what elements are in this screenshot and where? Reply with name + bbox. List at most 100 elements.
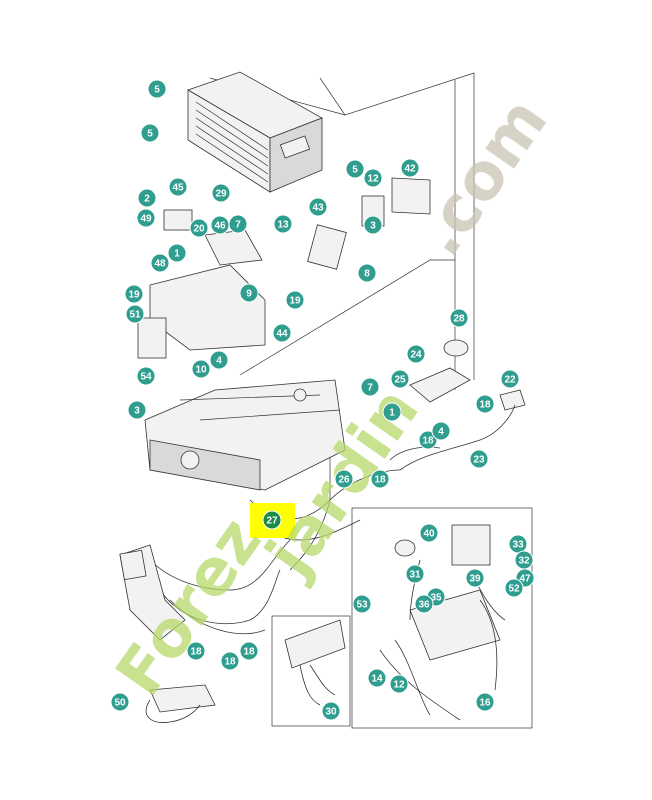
chassis: [144, 379, 346, 491]
callout-label: 10: [195, 365, 207, 376]
callout-label: 18: [243, 647, 255, 658]
callout-label: 12: [367, 174, 379, 185]
callout-label: 47: [519, 574, 531, 585]
callout-43: 43: [308, 197, 328, 217]
callout-label: 2: [144, 194, 150, 205]
callout-28: 28: [449, 308, 469, 328]
callout-24: 24: [406, 344, 426, 364]
callout-27: 27: [262, 510, 282, 530]
callout-52: 52: [504, 578, 524, 598]
callout-label: 23: [473, 455, 485, 466]
callout-label: 31: [409, 570, 421, 581]
callout-label: 13: [277, 220, 289, 231]
callout-5: 5: [345, 159, 365, 179]
callout-51: 51: [125, 304, 145, 324]
callout-48: 48: [150, 253, 170, 273]
callout-label: 46: [214, 221, 226, 232]
callout-4: 4: [431, 421, 451, 441]
callout-18: 18: [418, 430, 438, 450]
callout-label: 44: [276, 329, 288, 340]
callout-label: 45: [172, 183, 184, 194]
callout-54: 54: [136, 366, 156, 386]
callout-label: 9: [246, 289, 252, 300]
callout-label: 5: [352, 165, 358, 176]
callout-45: 45: [168, 177, 188, 197]
callout-40: 40: [419, 523, 439, 543]
callout-label: 28: [453, 314, 465, 325]
callout-label: 53: [356, 600, 368, 611]
callout-label: 32: [518, 556, 530, 567]
callout-1: 1: [382, 402, 402, 422]
callout-20: 20: [189, 218, 209, 238]
switch-panel: [409, 339, 526, 411]
callout-1: 1: [167, 243, 187, 263]
callout-label: 36: [418, 600, 430, 611]
callout-33: 33: [508, 534, 528, 554]
callout-label: 20: [193, 224, 205, 235]
callout-16: 16: [475, 692, 495, 712]
callout-9: 9: [239, 283, 259, 303]
callout-label: 18: [479, 400, 491, 411]
callout-label: 7: [235, 220, 241, 231]
callout-label: 39: [469, 574, 481, 585]
callout-label: 48: [154, 259, 166, 270]
callout-label: 5: [147, 129, 153, 140]
callout-18: 18: [186, 641, 206, 661]
callout-50: 50: [110, 692, 130, 712]
harness-detail-inset: [351, 507, 533, 729]
callout-label: 24: [410, 350, 422, 361]
callout-label: 1: [389, 408, 395, 419]
callout-label: 52: [508, 584, 520, 595]
callout-label: 54: [140, 372, 152, 383]
callout-42: 42: [400, 158, 420, 178]
callout-label: 51: [129, 310, 141, 321]
callout-31: 31: [405, 564, 425, 584]
callout-5: 5: [140, 123, 160, 143]
callout-label: 42: [404, 164, 416, 175]
callout-32: 32: [514, 550, 534, 570]
battery-charger: [145, 684, 216, 723]
callout-3: 3: [127, 400, 147, 420]
callout-19: 19: [285, 290, 305, 310]
callout-26: 26: [334, 469, 354, 489]
callout-12: 12: [363, 168, 383, 188]
callout-18: 18: [370, 469, 390, 489]
callout-5: 5: [147, 79, 167, 99]
callout-label: 8: [364, 269, 370, 280]
fuse-box-inset: [271, 615, 351, 727]
callout-label: 25: [394, 375, 406, 386]
callout-label: 30: [325, 707, 337, 718]
callout-label: 4: [216, 356, 222, 367]
callout-label: 4: [438, 427, 444, 438]
callout-label: 3: [370, 221, 376, 232]
watermark-forez: Forez: [102, 505, 276, 709]
callout-label: 43: [312, 203, 324, 214]
callout-label: 18: [374, 475, 386, 486]
callout-10: 10: [191, 359, 211, 379]
callout-36: 36: [414, 594, 434, 614]
callout-18: 18: [220, 651, 240, 671]
callout-29: 29: [211, 183, 231, 203]
callout-2: 2: [137, 188, 157, 208]
callout-label: 18: [190, 647, 202, 658]
callout-8: 8: [357, 263, 377, 283]
callout-14: 14: [367, 668, 387, 688]
watermark-dot-com: .com: [402, 85, 562, 269]
callout-13: 13: [273, 214, 293, 234]
dash-connector: [119, 544, 186, 641]
callout-53: 53: [352, 594, 372, 614]
callout-label: 7: [367, 383, 373, 394]
callout-label: 5: [154, 85, 160, 96]
callout-label: 19: [128, 290, 140, 301]
callout-3: 3: [363, 215, 383, 235]
callout-25: 25: [390, 369, 410, 389]
callout-22: 22: [500, 369, 520, 389]
callout-label: 29: [215, 189, 227, 200]
callout-46: 46: [210, 215, 230, 235]
callout-label: 40: [423, 529, 435, 540]
callout-18: 18: [239, 641, 259, 661]
callout-label: 49: [140, 214, 152, 225]
callout-label: 50: [114, 698, 126, 709]
callout-18: 18: [475, 394, 495, 414]
